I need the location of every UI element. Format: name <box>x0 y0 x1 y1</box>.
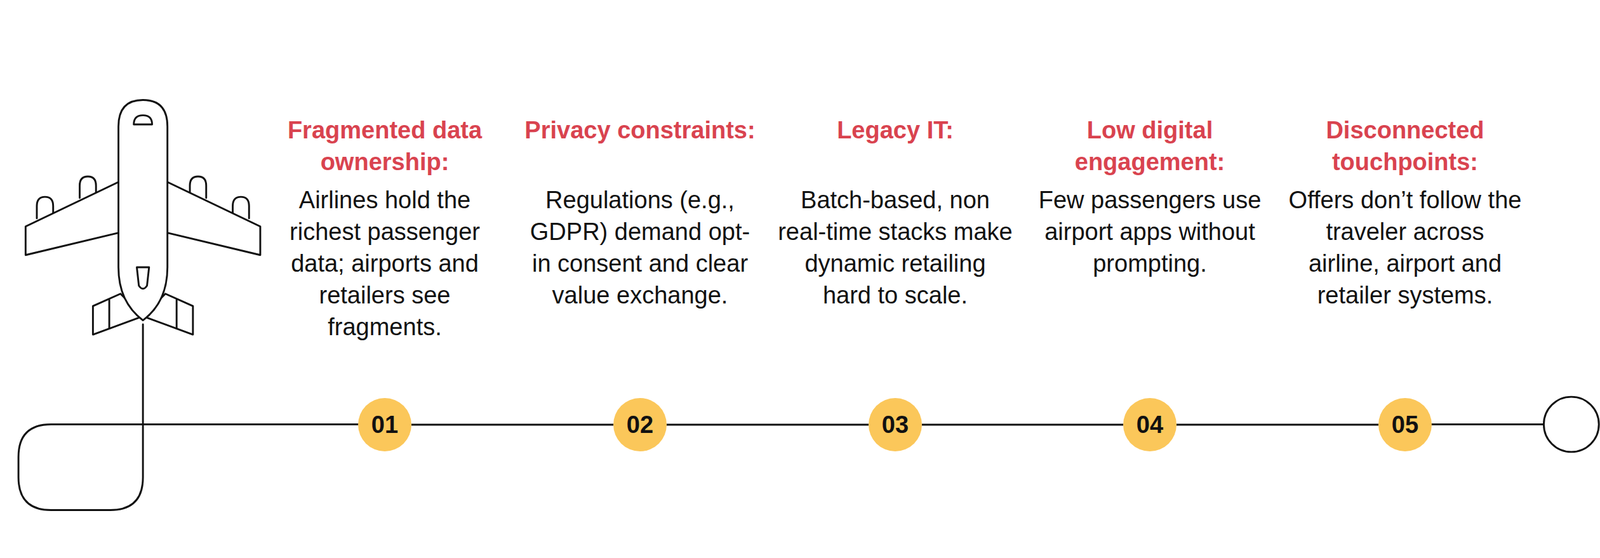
step-number: 01 <box>371 412 399 437</box>
step-number: 05 <box>1391 412 1419 437</box>
timeline-segment <box>921 424 1124 427</box>
step-circle: 02 <box>613 398 667 452</box>
wing <box>25 181 120 256</box>
step-heading: Disconnected touchpoints: <box>1287 114 1523 178</box>
step-heading: Privacy constraints: <box>522 114 758 147</box>
cockpit-window <box>133 115 153 125</box>
step-heading: Fragmented data ownership: <box>267 114 503 178</box>
step-number: 02 <box>626 412 654 437</box>
fuselage-detail <box>136 267 149 289</box>
step-heading: Legacy IT: <box>777 114 1013 147</box>
step-number: 04 <box>1136 412 1164 437</box>
timeline-segment <box>666 424 869 427</box>
fuselage <box>118 99 168 320</box>
timeline-line <box>18 324 359 510</box>
timeline-line <box>1431 423 1545 426</box>
step-description: Regulations (e.g., GDPR) demand opt-in c… <box>522 184 758 312</box>
step-description: Airlines hold the richest passenger data… <box>267 184 503 343</box>
timeline-segment <box>1176 424 1379 427</box>
end-circle <box>1543 396 1599 453</box>
step-circle: 05 <box>1378 398 1432 452</box>
step-number: 03 <box>881 412 909 437</box>
step-description: Batch-based, non real-time stacks make d… <box>777 184 1013 312</box>
step-description: Offers don’t follow the traveler across … <box>1287 184 1523 312</box>
step-description: Few passengers use airport apps without … <box>1032 184 1268 280</box>
step-circle: 04 <box>1123 398 1177 452</box>
step-heading: Low digital engagement: <box>1032 114 1268 178</box>
step-circle: 03 <box>868 398 922 452</box>
timeline-segment <box>411 424 614 427</box>
wing <box>166 181 261 256</box>
step-circle: 01 <box>358 398 412 452</box>
